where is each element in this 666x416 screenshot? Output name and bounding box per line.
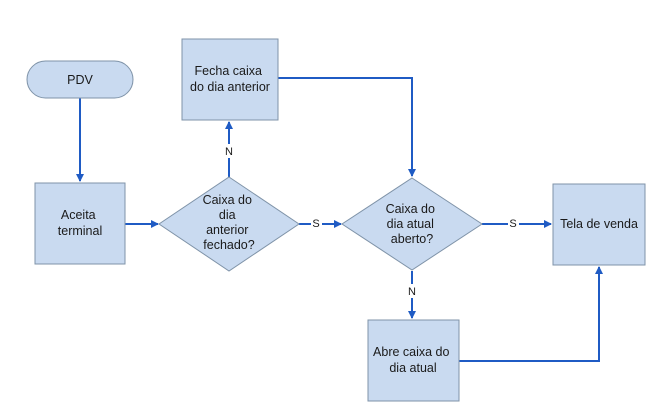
node-abre-caixa-label: Abre caixa do dia atual bbox=[373, 345, 453, 375]
edges bbox=[76, 77, 603, 362]
node-pdv-label: PDV bbox=[67, 73, 93, 87]
edge-label-s-second: S bbox=[509, 218, 516, 230]
edge-label-n-up: N bbox=[225, 146, 233, 158]
edge-labels: N S S N bbox=[224, 144, 519, 298]
node-pdv: PDV bbox=[26, 60, 134, 99]
node-decision-atual-label: Caixa do dia atual aberto? bbox=[386, 202, 439, 246]
node-decision-anterior: Caixa do dia anterior fechado? bbox=[158, 176, 300, 272]
node-tela-de-venda-label: Tela de venda bbox=[560, 217, 638, 231]
node-aceita-terminal-label: Aceita terminal bbox=[58, 208, 102, 238]
node-decision-atual: Caixa do dia atual aberto? bbox=[341, 177, 483, 271]
node-aceita-terminal: Aceita terminal bbox=[34, 182, 126, 265]
edge-label-s-first: S bbox=[312, 218, 319, 230]
node-fecha-caixa: Fecha caixa do dia anterior bbox=[181, 38, 279, 121]
node-tela-de-venda: Tela de venda bbox=[552, 183, 646, 266]
edge-abre-to-tela bbox=[459, 266, 603, 362]
edge-fecha-to-decision-atual bbox=[278, 77, 416, 177]
node-decision-anterior-label: Caixa do dia anterior fechado? bbox=[203, 193, 256, 252]
node-abre-caixa: Abre caixa do dia atual bbox=[367, 319, 460, 402]
nodes: PDV Aceita terminal Fecha caixa do dia a… bbox=[26, 38, 646, 402]
edge-label-n-down: N bbox=[408, 286, 416, 298]
node-fecha-caixa-label: Fecha caixa do dia anterior bbox=[190, 64, 270, 94]
